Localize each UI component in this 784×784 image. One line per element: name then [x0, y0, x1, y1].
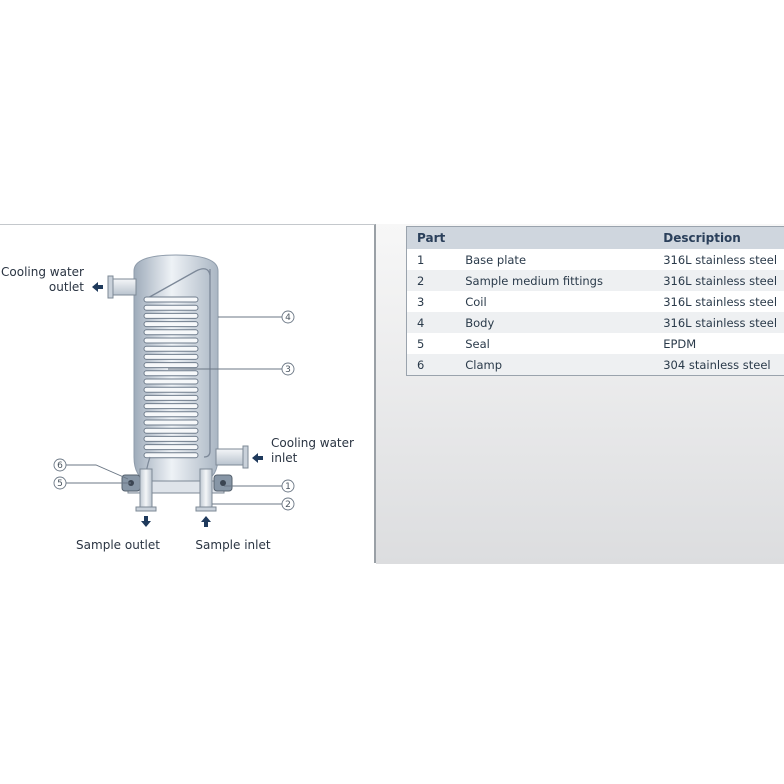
cell-part: 1 [406, 249, 456, 270]
table-row: 5 Seal EPDM [406, 333, 784, 354]
cell-part: 6 [406, 354, 456, 376]
coil-turn [143, 296, 199, 303]
label-cooling-outlet-line2: outlet [49, 280, 84, 294]
leader-6 [66, 464, 129, 480]
coil-turn [143, 353, 199, 360]
coil-turn [143, 304, 199, 311]
table-row: 4 Body 316L stainless steel [406, 312, 784, 333]
sample-outlet-flange [135, 506, 157, 512]
coil-turn [143, 337, 199, 344]
callout-1-number: 1 [285, 482, 291, 492]
coil [143, 296, 199, 459]
coil-turn [143, 312, 199, 319]
coil-turn [143, 452, 199, 459]
arrow-sample-inlet-icon [201, 516, 211, 527]
arrow-sample-outlet-icon [141, 516, 151, 527]
callout-5-number: 5 [57, 479, 63, 489]
callout-4-circle [281, 310, 295, 324]
coil-turn [143, 378, 199, 385]
cell-name: Body [455, 312, 654, 333]
label-cooling-outlet-line1: Cooling water [1, 265, 84, 279]
cell-description: 316L stainless steel [653, 312, 784, 333]
coil-turn [143, 394, 199, 401]
sample-inlet-flange [195, 506, 217, 512]
header-part: Part [406, 226, 456, 249]
cooling-outlet-pipe [111, 278, 137, 296]
cell-description: 316L stainless steel [653, 249, 784, 270]
cooling-outlet-flange [107, 275, 114, 299]
diagram-panel: 4 3 1 2 6 5 Cooling water outlet Cooling… [0, 224, 376, 563]
cell-description: 304 stainless steel [653, 354, 784, 376]
parts-table: Part Description 1 Base plate 316L stain… [406, 226, 784, 376]
coil-top-lead [145, 268, 211, 300]
table-header-row: Part Description [406, 226, 784, 249]
cell-name: Sample medium fittings [455, 270, 654, 291]
parts-table-panel: Part Description 1 Base plate 316L stain… [376, 224, 784, 564]
table-row: 6 Clamp 304 stainless steel [406, 354, 784, 376]
coil-turn [143, 370, 199, 377]
callout-5-circle [53, 476, 67, 490]
coil-turn [143, 321, 199, 328]
callout-4-number: 4 [285, 313, 291, 323]
callout-2-number: 2 [285, 500, 291, 510]
cell-description: EPDM [653, 333, 784, 354]
coil-turn [143, 444, 199, 451]
cooling-inlet-flange [242, 445, 249, 469]
coil-turn [143, 419, 199, 426]
cell-part: 4 [406, 312, 456, 333]
seal-right [220, 480, 226, 486]
cell-description: 316L stainless steel [653, 291, 784, 312]
table-row: 3 Coil 316L stainless steel [406, 291, 784, 312]
callout-2-circle [281, 497, 295, 511]
label-sample-inlet: Sample inlet [195, 538, 270, 552]
cooling-inlet-pipe [215, 448, 245, 466]
arrow-cooling-inlet-icon [252, 453, 263, 463]
label-cooling-inlet-line2: inlet [271, 451, 298, 465]
sample-inlet-pipe [199, 468, 213, 510]
cell-part: 5 [406, 333, 456, 354]
coil-feed-tube [203, 269, 211, 458]
cell-description: 316L stainless steel [653, 270, 784, 291]
arrow-cooling-outlet-icon [92, 282, 103, 292]
cell-name: Coil [455, 291, 654, 312]
callout-3-number: 3 [285, 365, 291, 375]
coil-turn [143, 345, 199, 352]
label-cooling-inlet-line1: Cooling water [271, 436, 354, 450]
coil-turn [143, 403, 199, 410]
cell-part: 3 [406, 291, 456, 312]
table-row: 2 Sample medium fittings 316L stainless … [406, 270, 784, 291]
coil-turn [143, 386, 199, 393]
callout-1-circle [281, 479, 295, 493]
header-description: Description [653, 226, 784, 249]
coil-turn [143, 411, 199, 418]
cell-name: Base plate [455, 249, 654, 270]
cell-part: 2 [406, 270, 456, 291]
coil-turn [143, 362, 199, 369]
sample-outlet-pipe [139, 468, 153, 510]
header-name-blank [455, 226, 654, 249]
coil-turn [143, 329, 199, 336]
callout-6-circle [53, 458, 67, 472]
cell-name: Clamp [455, 354, 654, 376]
coil-turn [143, 427, 199, 434]
label-sample-outlet: Sample outlet [76, 538, 160, 552]
callout-3-circle [281, 362, 295, 376]
cell-name: Seal [455, 333, 654, 354]
callout-6-number: 6 [57, 461, 63, 471]
coil-turn [143, 435, 199, 442]
table-row: 1 Base plate 316L stainless steel [406, 249, 784, 270]
cooler-diagram: 4 3 1 2 6 5 Cooling water outlet Cooling… [1, 254, 354, 552]
